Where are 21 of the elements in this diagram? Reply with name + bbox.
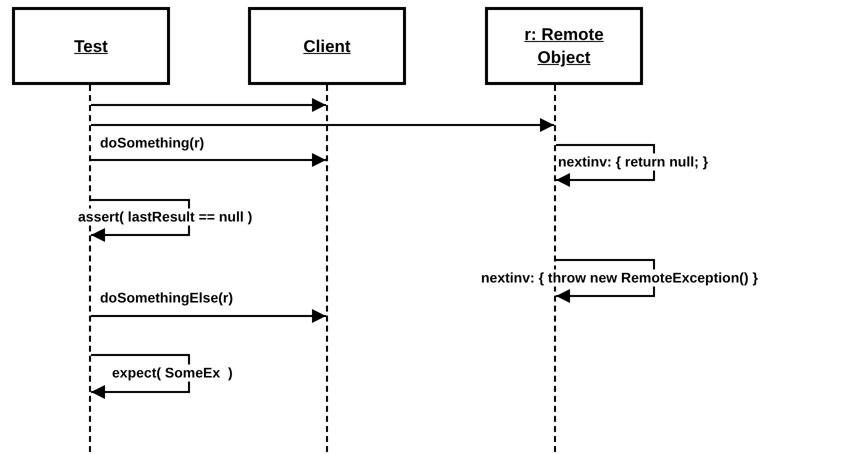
self-message-arrow (91, 199, 190, 242)
object-name: r: Remote Object (523, 24, 605, 69)
message-label: assert( lastResult == null ) (78, 208, 252, 226)
self-message-arrow (91, 354, 190, 399)
object-box (12, 7, 170, 85)
message-label: nextinv: { throw new RemoteException() } (481, 270, 758, 286)
message-label: doSomethingElse(r) (100, 290, 234, 306)
object-name: Client (303, 36, 351, 58)
lifeline (326, 85, 328, 452)
message-arrow (91, 98, 326, 112)
message-arrow (91, 309, 326, 323)
message-label: doSomething(r) (100, 134, 204, 152)
object-name: Test (74, 36, 108, 58)
message-arrow (91, 118, 554, 132)
self-message-arrow (556, 144, 655, 187)
object-box (248, 7, 406, 85)
message-label: expect( SomeEx ) (112, 364, 233, 382)
object-box (485, 7, 643, 85)
message-arrow (91, 153, 326, 167)
self-message-arrow (556, 259, 655, 303)
message-label: nextinv: { return null; } (558, 154, 708, 170)
